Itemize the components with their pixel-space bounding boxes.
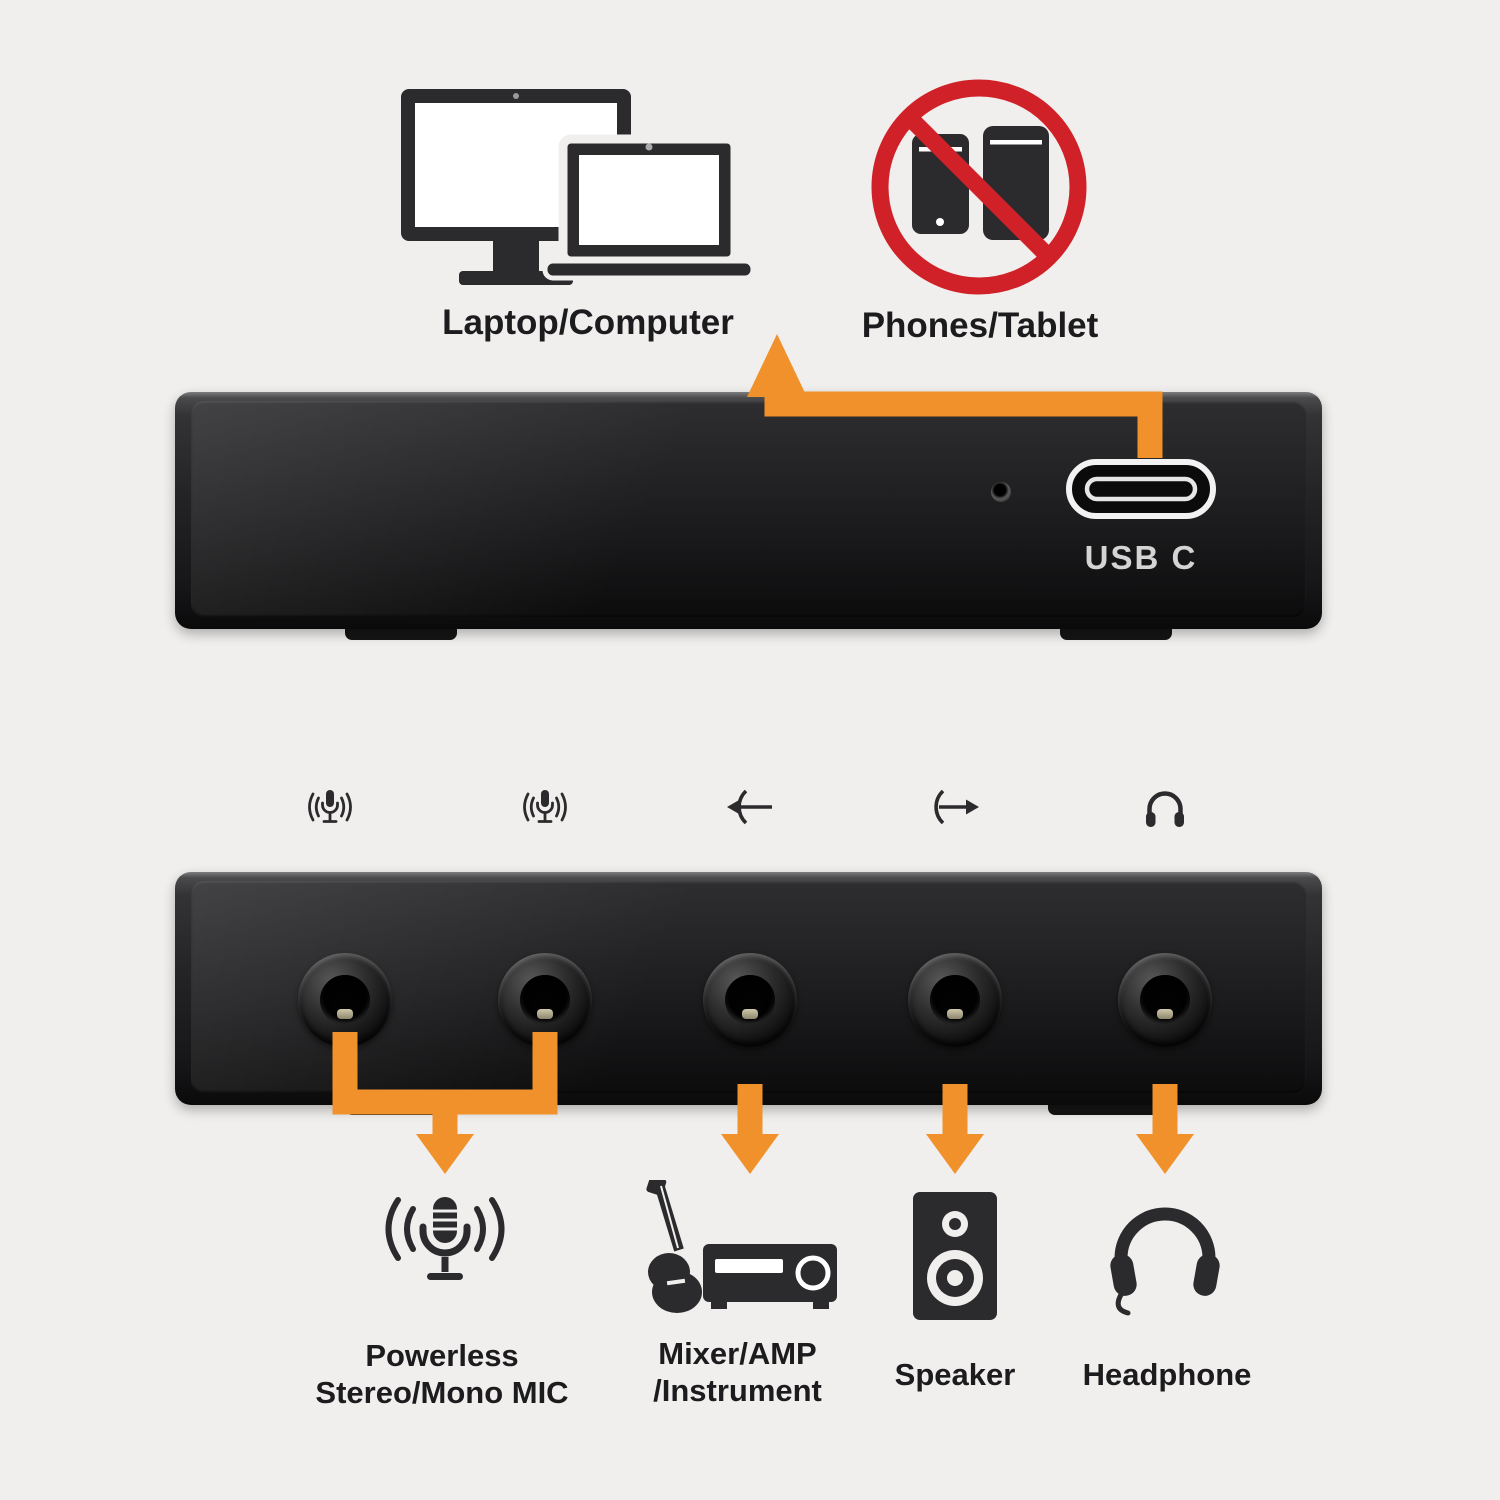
- mic-output-label-line2: Stereo/Mono MIC: [315, 1375, 569, 1410]
- phones-tablet-label: Phones/Tablet: [861, 306, 1099, 345]
- usb-c-port: [1065, 458, 1217, 520]
- mixer-output-label: Mixer/AMP /Instrument: [570, 1335, 905, 1409]
- speaker-icon: [905, 1190, 1005, 1325]
- audio-jack-headphone: [1118, 953, 1212, 1047]
- line-in-icon: [722, 783, 778, 831]
- audio-interface-rear-view: [175, 872, 1322, 1105]
- usb-c-port-label: USB C: [1084, 539, 1198, 576]
- mixer-output-label-line1: Mixer/AMP: [658, 1336, 817, 1371]
- mic-output-label-line1: Powerless: [365, 1338, 519, 1373]
- speaker-output-label: Speaker: [894, 1357, 1016, 1392]
- headphone-output-label: Headphone: [1082, 1357, 1252, 1392]
- headphones-icon: [1141, 783, 1189, 831]
- mic-output-label: Powerless Stereo/Mono MIC: [262, 1337, 622, 1411]
- laptop-computer-label: Laptop/Computer: [442, 303, 734, 342]
- audio-jack-mic-2: [498, 953, 592, 1047]
- line-out-icon: [927, 783, 983, 831]
- audio-jack-line-in: [703, 953, 797, 1047]
- audio-interface-front-view: USB C: [175, 392, 1322, 629]
- microphone-icon: [521, 783, 569, 831]
- status-led-hole: [991, 482, 1011, 502]
- phones-tablet-prohibited-icon: [862, 72, 1097, 307]
- prohibition-slash-icon: [871, 79, 1087, 295]
- audio-jack-mic-1: [298, 953, 392, 1047]
- microphone-icon: [306, 783, 354, 831]
- headphones-icon: [1100, 1190, 1230, 1320]
- microphone-waves-icon: [380, 1185, 510, 1315]
- desktop-laptop-icon: [395, 83, 755, 298]
- audio-jack-line-out: [908, 953, 1002, 1047]
- mixer-output-label-line2: /Instrument: [653, 1373, 822, 1408]
- device-foot: [345, 626, 457, 640]
- mixer-amp-instrument-icon: [615, 1180, 850, 1320]
- device-foot: [1060, 626, 1172, 640]
